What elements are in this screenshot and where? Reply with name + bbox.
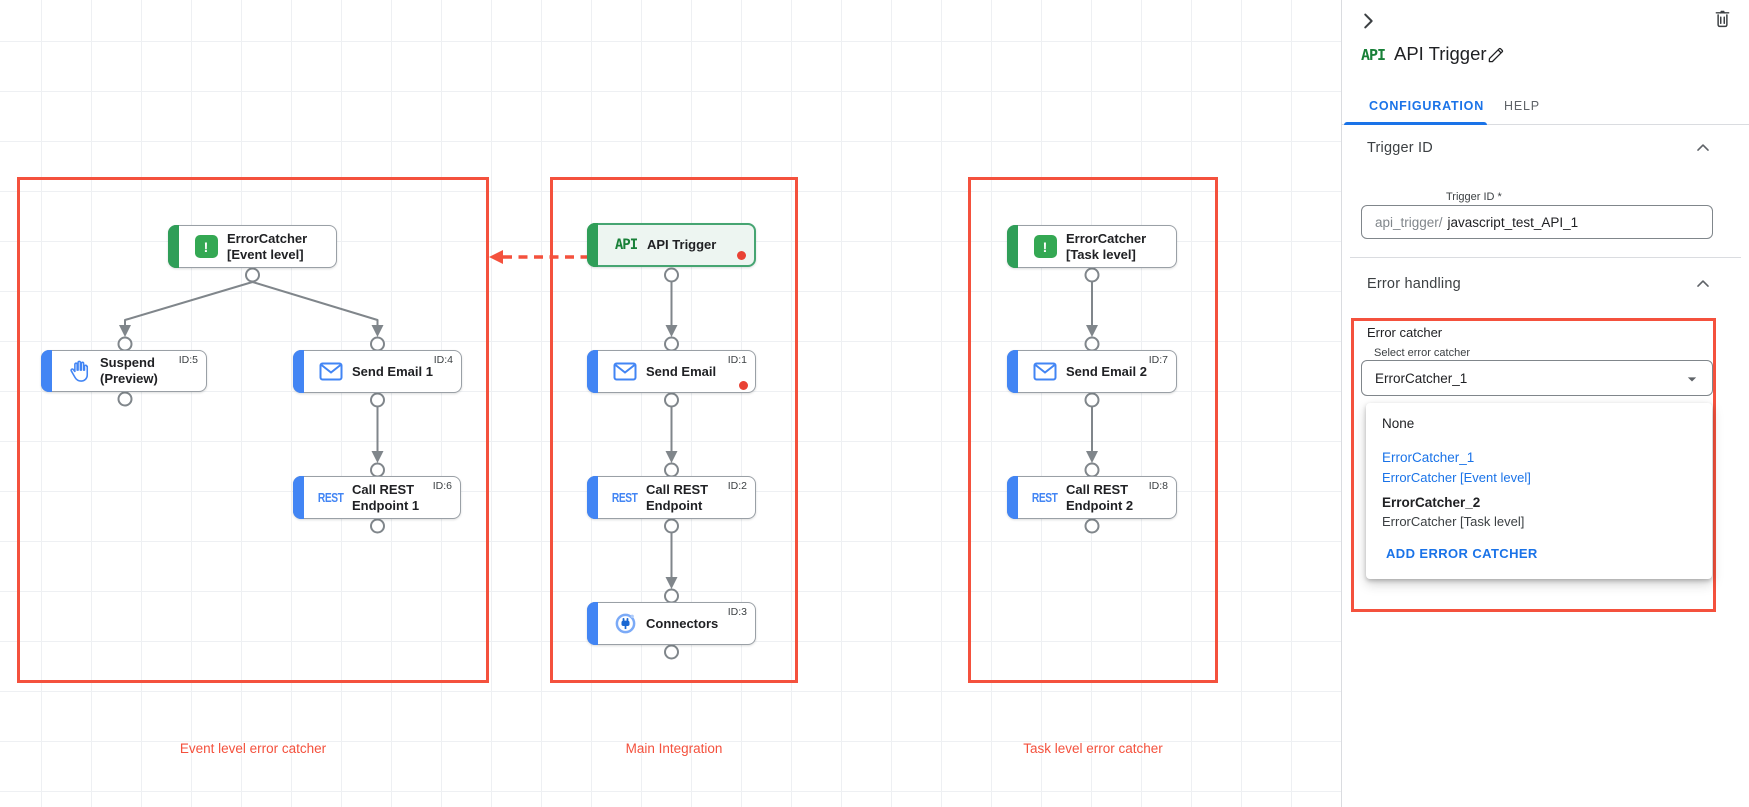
node-connectors[interactable]: Connectors ID:3	[587, 602, 756, 645]
rest-icon: REST	[612, 490, 638, 505]
node-accent-bar	[587, 476, 598, 519]
api-icon: API	[614, 237, 638, 253]
main-integration-group-box	[550, 177, 798, 683]
mail-icon	[1030, 362, 1060, 381]
integration-canvas[interactable]: ! ErrorCatcher[Event level] Suspend(Prev…	[0, 0, 1341, 807]
menu-option-errorcatcher-1[interactable]: ErrorCatcher_1 ErrorCatcher [Event level…	[1382, 450, 1531, 485]
error-catcher-icon: !	[1030, 235, 1060, 258]
node-label: Call REST	[352, 481, 415, 497]
collapse-section-error-handling[interactable]	[1692, 274, 1714, 296]
node-send-email[interactable]: Send Email ID:1	[587, 350, 756, 393]
node-errorcatcher-task-level[interactable]: ! ErrorCatcher[Task level]	[1007, 225, 1177, 268]
hand-icon	[64, 360, 94, 382]
node-send-email-1[interactable]: Send Email 1 ID:4	[293, 350, 462, 393]
node-accent-bar	[293, 476, 304, 519]
tab-help[interactable]: HELP	[1504, 99, 1540, 113]
task-level-group-box	[968, 177, 1218, 683]
task-id-badge: ID:4	[433, 354, 453, 366]
menu-option-errorcatcher-2[interactable]: ErrorCatcher_2 ErrorCatcher [Task level]	[1382, 495, 1525, 529]
event-level-group-label: Event level error catcher	[179, 741, 327, 756]
task-id-badge: ID:3	[727, 606, 747, 618]
task-id-badge: ID:1	[727, 354, 747, 366]
panel-title: API Trigger	[1394, 43, 1487, 64]
rest-icon: REST	[1032, 490, 1058, 505]
main-integration-group-label: Main Integration	[625, 741, 723, 756]
trigger-id-value: javascript_test_API_1	[1447, 214, 1579, 230]
error-indicator-dot	[737, 251, 746, 260]
node-label: ErrorCatcher	[1066, 230, 1147, 246]
mail-icon	[316, 362, 346, 381]
rest-icon: REST	[318, 490, 344, 505]
menu-option-none[interactable]: None	[1382, 416, 1415, 431]
node-accent-bar	[293, 350, 304, 393]
chevron-up-icon	[1697, 144, 1709, 151]
trigger-id-prefix: api_trigger/	[1375, 214, 1443, 230]
node-label: Send Email	[646, 363, 717, 379]
node-accent-bar	[587, 223, 598, 267]
delete-trigger-button[interactable]	[1710, 8, 1734, 32]
node-accent-bar	[41, 350, 52, 392]
node-label: Send Email 2	[1066, 363, 1147, 379]
task-id-badge: ID:8	[1148, 480, 1168, 492]
task-id-badge: ID:7	[1148, 354, 1168, 366]
mail-icon	[610, 362, 640, 381]
error-catcher-menu: None ErrorCatcher_1 ErrorCatcher [Event …	[1366, 403, 1712, 579]
node-label: Connectors	[646, 615, 719, 631]
section-title-trigger-id: Trigger ID	[1367, 140, 1433, 156]
node-send-email-2[interactable]: Send Email 2 ID:7	[1007, 350, 1177, 393]
task-id-badge: ID:2	[727, 480, 747, 492]
collapse-panel-button[interactable]	[1356, 10, 1380, 34]
trigger-id-field-label: Trigger ID *	[1441, 191, 1507, 203]
error-catcher-select[interactable]: ErrorCatcher_1	[1361, 360, 1713, 396]
config-panel: API API Trigger CONFIGURATION HELP Trigg…	[1341, 0, 1749, 807]
node-errorcatcher-event-level[interactable]: ! ErrorCatcher[Event level]	[168, 225, 337, 268]
node-accent-bar	[1007, 225, 1018, 268]
node-label: Send Email 1	[352, 363, 433, 379]
error-indicator-dot	[739, 381, 748, 390]
task-level-group-label: Task level error catcher	[1023, 741, 1163, 756]
trigger-id-input[interactable]: api_trigger/ javascript_test_API_1	[1361, 205, 1713, 239]
pencil-icon	[1488, 47, 1503, 63]
chevron-right-icon	[1364, 13, 1373, 29]
node-accent-bar	[168, 225, 179, 268]
chevron-up-icon	[1697, 280, 1709, 287]
node-accent-bar	[1007, 476, 1018, 519]
node-accent-bar	[1007, 350, 1018, 393]
select-error-catcher-label: Select error catcher	[1369, 347, 1475, 359]
node-label: ErrorCatcher	[227, 230, 308, 246]
node-api-trigger[interactable]: API API Trigger	[587, 223, 756, 267]
tab-divider	[1342, 124, 1749, 125]
collapse-section-trigger-id[interactable]	[1692, 138, 1714, 160]
event-level-group-box	[17, 177, 489, 683]
error-catcher-select-value: ErrorCatcher_1	[1375, 370, 1468, 386]
node-label: Suspend	[100, 355, 155, 371]
node-accent-bar	[587, 602, 598, 645]
node-label: Call REST	[646, 481, 709, 497]
task-id-badge: ID:5	[178, 354, 198, 366]
connector-icon	[610, 612, 640, 635]
active-tab-underline	[1344, 122, 1487, 125]
error-catcher-icon: !	[191, 235, 221, 258]
tab-configuration[interactable]: CONFIGURATION	[1369, 99, 1485, 113]
section-title-error-handling: Error handling	[1367, 276, 1461, 292]
node-accent-bar	[587, 350, 598, 393]
api-trigger-logo: API	[1361, 46, 1386, 64]
node-label: Call REST	[1066, 481, 1129, 497]
trash-icon	[1715, 10, 1729, 28]
node-suspend[interactable]: Suspend(Preview) ID:5	[41, 350, 207, 392]
error-catcher-group-label: Error catcher	[1367, 325, 1443, 340]
edit-title-button[interactable]	[1484, 44, 1508, 68]
node-label: API Trigger	[647, 237, 717, 253]
task-id-badge: ID:6	[432, 480, 452, 492]
add-error-catcher-button[interactable]: ADD ERROR CATCHER	[1386, 546, 1538, 561]
section-divider	[1350, 257, 1741, 258]
dropdown-arrow-icon	[1687, 377, 1697, 382]
